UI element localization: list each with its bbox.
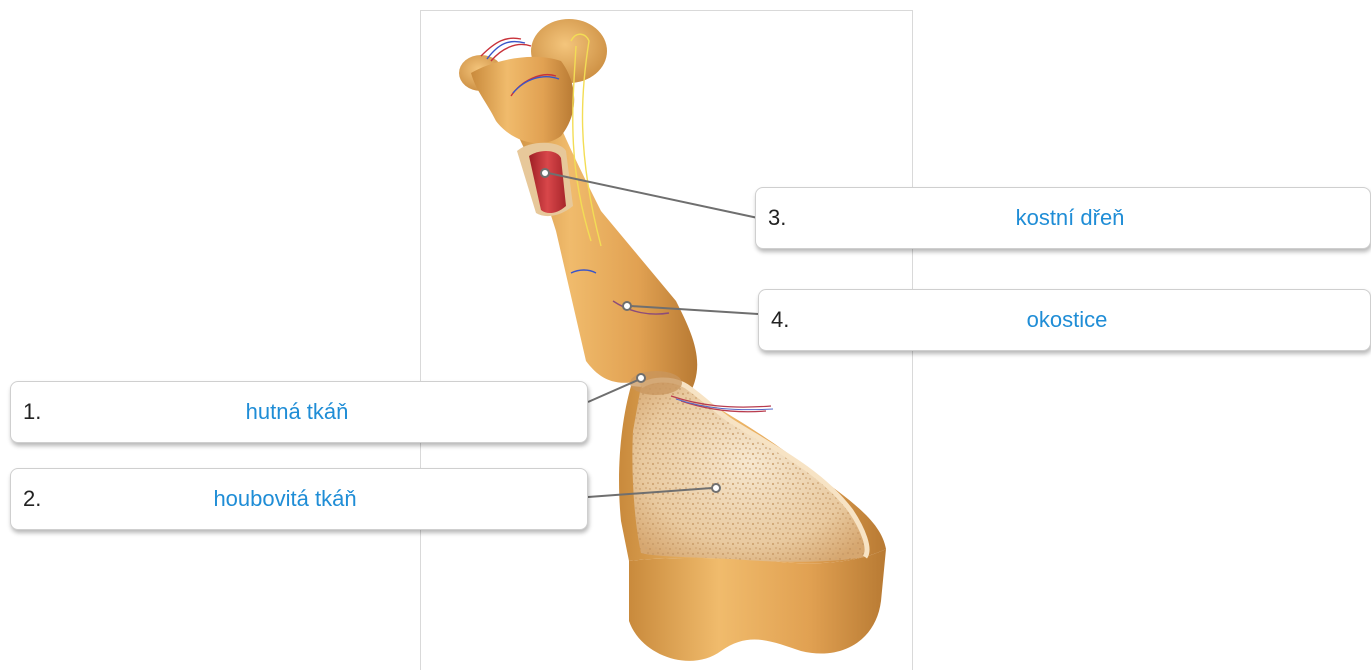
- lower-bone-end: [629, 549, 886, 661]
- answer-label[interactable]: houbovitá tkáň: [213, 486, 356, 512]
- answer-label[interactable]: okostice: [1027, 307, 1108, 333]
- drop-zone-1[interactable]: 1. hutná tkáň: [10, 381, 588, 443]
- label-number: 4.: [771, 307, 789, 333]
- drop-zone-2[interactable]: 2. houbovitá tkáň: [10, 468, 588, 530]
- drop-zone-3[interactable]: 3. kostní dřeň: [755, 187, 1371, 249]
- answer-label[interactable]: kostní dřeň: [1016, 205, 1125, 231]
- drop-zone-4[interactable]: 4. okostice: [758, 289, 1371, 351]
- label-number: 3.: [768, 205, 786, 231]
- compact-bone-ring: [630, 371, 682, 395]
- label-number: 2.: [23, 486, 41, 512]
- answer-label[interactable]: hutná tkáň: [246, 399, 349, 425]
- label-number: 1.: [23, 399, 41, 425]
- bone-neck: [471, 57, 574, 143]
